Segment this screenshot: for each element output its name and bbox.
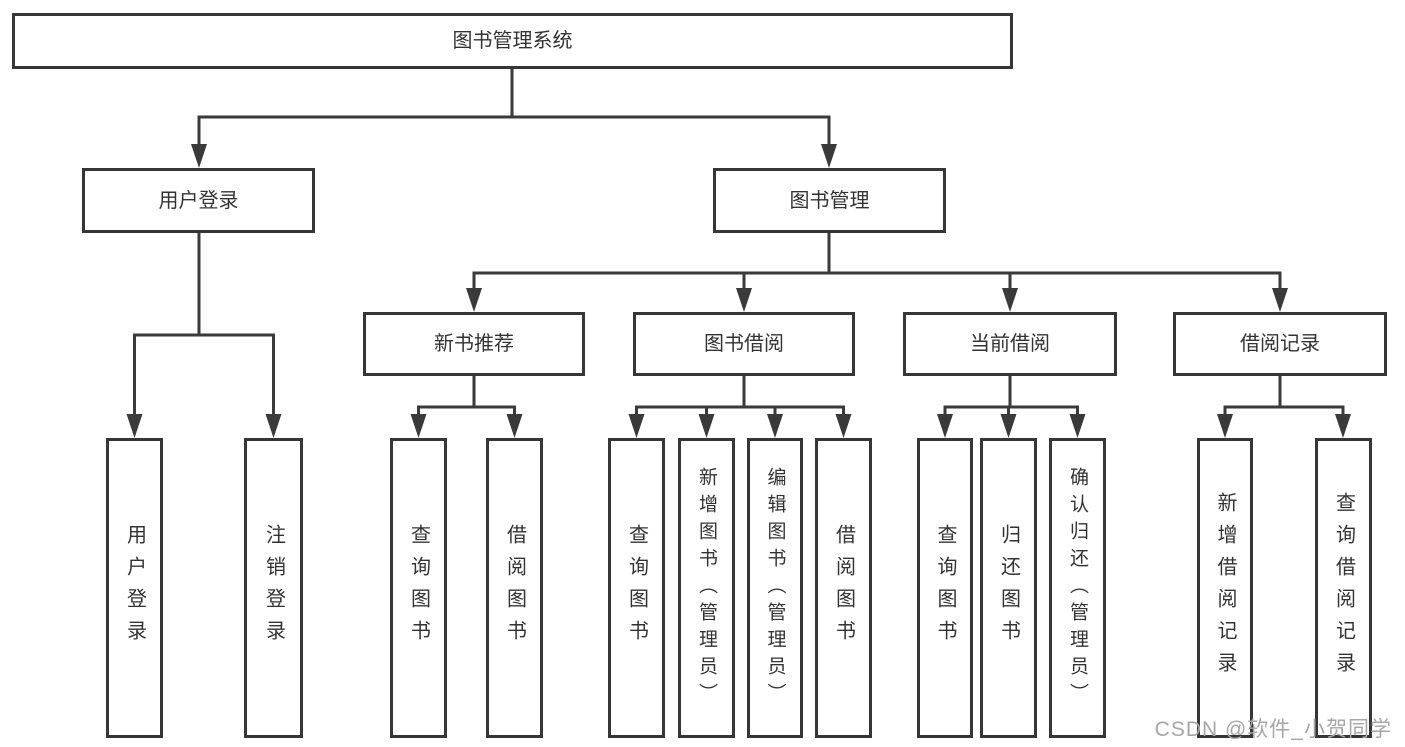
node-borrow-records: 借阅记录 (1173, 312, 1387, 376)
leaf-logout: 注销登录 (244, 438, 303, 738)
leaf-record-query: 查询借阅记录 (1315, 438, 1372, 738)
leaf-borrow-book-label: 借阅图书 (832, 524, 855, 652)
node-book-management-label: 图书管理 (789, 189, 870, 212)
node-new-book-recommend-label: 新书推荐 (434, 333, 514, 355)
leaf-current-return-label: 归还图书 (997, 524, 1020, 652)
node-book-borrow-label: 图书借阅 (704, 333, 784, 355)
csdn-watermark: CSDN @软件_小贺同学 (1154, 718, 1392, 741)
leaf-record-query-label: 查询借阅记录 (1332, 492, 1355, 684)
leaf-borrow-edit-admin: 编辑图书（管理员） (747, 438, 803, 738)
leaf-current-confirm-admin: 确认归还（管理员） (1049, 438, 1106, 738)
leaf-newbook-borrow-label: 借阅图书 (503, 524, 526, 652)
node-user-login: 用户登录 (82, 168, 315, 233)
node-book-management: 图书管理 (713, 168, 946, 233)
leaf-borrow-book: 借阅图书 (815, 438, 872, 738)
leaf-borrow-query-label: 查询图书 (625, 524, 648, 652)
leaf-borrow-add-admin-label: 新增图书（管理员） (696, 466, 717, 710)
leaf-newbook-borrow: 借阅图书 (486, 438, 543, 738)
node-current-borrow-label: 当前借阅 (970, 333, 1050, 355)
leaf-user-login: 用户登录 (106, 438, 163, 738)
node-current-borrow: 当前借阅 (903, 312, 1117, 376)
node-root-label: 图书管理系统 (452, 30, 573, 52)
node-new-book-recommend: 新书推荐 (363, 312, 585, 376)
leaf-borrow-query: 查询图书 (608, 438, 665, 738)
leaf-user-login-label: 用户登录 (123, 524, 146, 652)
node-book-borrow: 图书借阅 (633, 312, 855, 376)
leaf-newbook-query-label: 查询图书 (407, 524, 430, 652)
leaf-borrow-add-admin: 新增图书（管理员） (678, 438, 735, 738)
leaf-logout-label: 注销登录 (262, 524, 285, 652)
arrowheads (126, 144, 1351, 438)
node-borrow-records-label: 借阅记录 (1240, 333, 1320, 355)
leaf-current-query-label: 查询图书 (934, 524, 956, 652)
leaf-current-query: 查询图书 (917, 438, 973, 738)
leaf-record-add: 新增借阅记录 (1197, 438, 1253, 738)
leaf-newbook-query: 查询图书 (390, 438, 447, 738)
node-user-login-label: 用户登录 (158, 189, 239, 212)
leaf-current-confirm-admin-label: 确认归还（管理员） (1067, 466, 1088, 710)
leaf-borrow-edit-admin-label: 编辑图书（管理员） (764, 466, 786, 710)
node-root: 图书管理系统 (12, 13, 1013, 69)
leaf-record-add-label: 新增借阅记录 (1214, 492, 1236, 684)
leaf-current-return: 归还图书 (980, 438, 1037, 738)
